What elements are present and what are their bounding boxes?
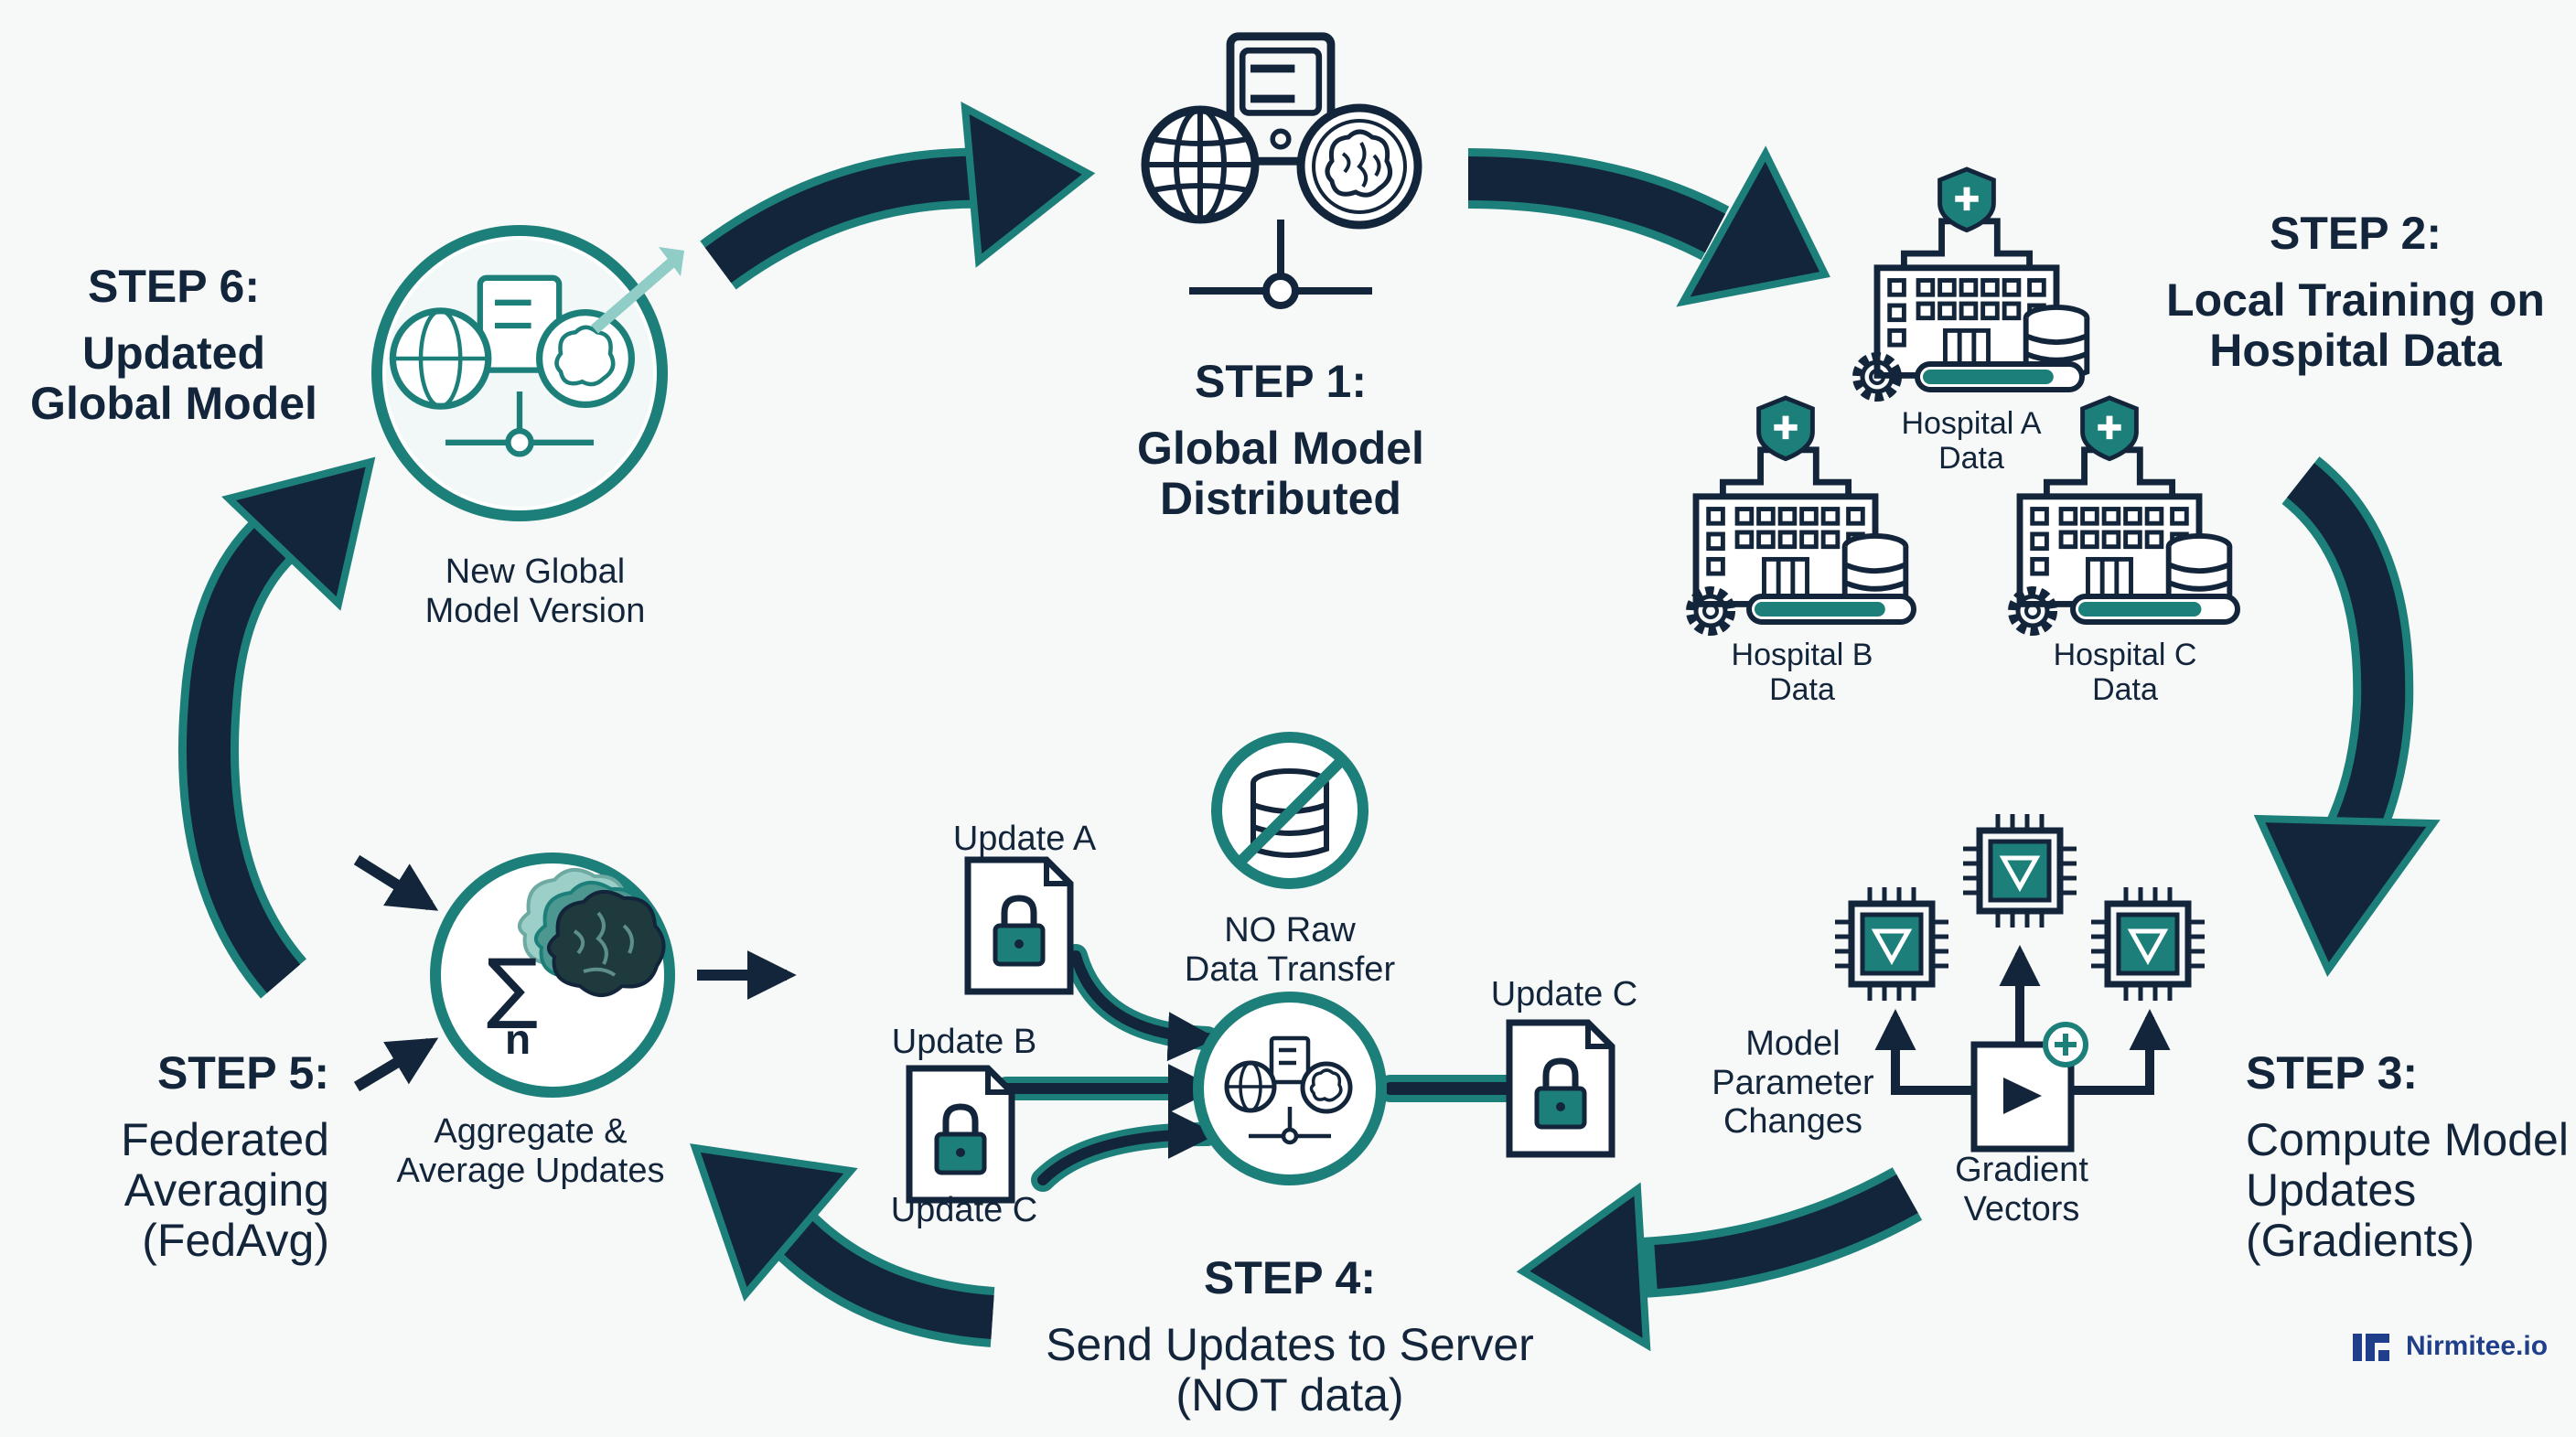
step4-title: STEP 4:: [1203, 1251, 1377, 1303]
input-arrows: [353, 854, 797, 1092]
no-database-icon: [1211, 732, 1368, 889]
step3-block: STEP 3: Compute Model Updates (Gradients…: [2246, 1032, 2576, 1282]
globe-icon: [1145, 110, 1255, 220]
step6-body: Updated Global Model: [30, 327, 317, 429]
step6-title: STEP 6:: [87, 260, 261, 312]
cycle-arrow: [690, 1143, 995, 1347]
logo-icon: [2353, 1334, 2389, 1361]
sigma-symbol: ∑: [487, 942, 539, 1032]
hospital-a-icon: [1877, 169, 2087, 378]
new-global-model-icon: [371, 225, 684, 521]
step5-block: STEP 5: Federated Averaging (FedAvg): [101, 1032, 329, 1282]
chip-icon: [1963, 814, 2077, 928]
progress-bar: [2070, 594, 2240, 625]
progress-fill: [1755, 602, 1885, 617]
lock-file-icon: [968, 860, 1070, 992]
gradient-vectors-label: Gradient Vectors: [1955, 1151, 2088, 1228]
progress-bar: [1915, 361, 2085, 392]
no-raw-data-label: NO Raw Data Transfer: [1184, 911, 1396, 989]
brand-logo[interactable]: Nirmitee.io: [2353, 1330, 2548, 1363]
step4-body: Send Updates to Server (NOT data): [1046, 1318, 1534, 1421]
cycle-arrow: [2253, 456, 2441, 977]
brain-icon: [1301, 108, 1418, 225]
lock-file-icon: [1509, 1023, 1612, 1154]
chip-icon: [2091, 887, 2205, 1001]
hospital-b-label: Hospital B Data: [1731, 638, 1873, 708]
update-c-left-label: Update C: [890, 1191, 1038, 1229]
step1-body: Global Model Distributed: [1137, 422, 1424, 524]
step3-title: STEP 3:: [2246, 1046, 2419, 1099]
step5-body: Federated Averaging (FedAvg): [121, 1113, 329, 1266]
sigma-icon: ∑ n: [430, 853, 675, 1098]
progress-fill: [1923, 370, 2054, 384]
progress-bar: [1746, 594, 1916, 625]
update-b-label: Update B: [891, 1023, 1037, 1061]
lock-file-icon: [909, 1068, 1012, 1200]
step5-title: STEP 5:: [156, 1046, 329, 1099]
update-flow-lines: [994, 944, 1532, 1192]
progress-fill: [2078, 602, 2202, 617]
document-plus-icon: [1970, 1022, 2088, 1153]
update-c-right-label: Update C: [1490, 975, 1638, 1013]
step6-block: STEP 6: Updated Global Model: [0, 245, 348, 445]
gear-icon: [1690, 591, 1731, 631]
aggregate-label: Aggregate & Average Updates: [396, 1112, 665, 1190]
federated-learning-diagram: ∑ n: [178, 0, 2441, 1352]
cycle-arrow: [1516, 1167, 1923, 1352]
n-symbol: n: [505, 1015, 531, 1063]
step2-title: STEP 2:: [2269, 207, 2442, 259]
step1-title: STEP 1:: [1194, 355, 1368, 407]
step2-body: Local Training on Hospital Data: [2166, 273, 2545, 376]
hospital-a-label: Hospital A Data: [1901, 406, 2042, 477]
cycle-arrow: [700, 101, 1096, 290]
logo-text: Nirmitee.io: [2406, 1331, 2549, 1361]
step3-body: Compute Model Updates (Gradients): [2246, 1113, 2569, 1266]
server-hub-icon: [1193, 992, 1387, 1185]
network-icon: [1189, 220, 1372, 309]
update-a-label: Update A: [952, 820, 1097, 858]
step1-block: STEP 1: Global Model Distributed: [1098, 340, 1464, 541]
global-model-icon: [1145, 37, 1418, 309]
chip-icon: [1835, 887, 1948, 1001]
model-parameter-label: Model Parameter Changes: [1712, 1024, 1874, 1142]
step2-block: STEP 2: Local Training on Hospital Data: [2131, 192, 2576, 392]
cycle-arrow: [178, 456, 376, 999]
gear-icon: [2012, 591, 2053, 631]
cycle-arrow: [1467, 145, 1830, 307]
hospital-c-label: Hospital C Data: [2053, 638, 2197, 708]
step4-block: STEP 4: Send Updates to Server (NOT data…: [997, 1237, 1583, 1437]
new-model-label: New Global Model Version: [424, 552, 646, 630]
gradient-flow-lines: [1874, 945, 2171, 1095]
